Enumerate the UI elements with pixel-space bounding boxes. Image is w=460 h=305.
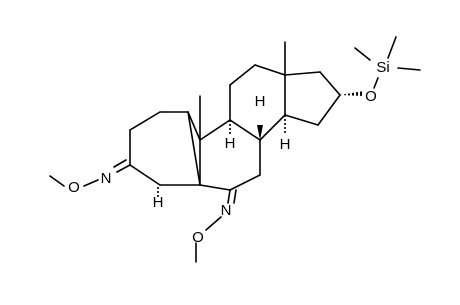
bond-c10-c1 [187, 111, 201, 186]
bond-c2-c3 [129, 111, 161, 131]
skeleton-bonds [49, 36, 421, 263]
label-ether-o: O [365, 88, 377, 105]
bond-si-me-2 [387, 36, 397, 59]
stereo-bonds [157, 91, 364, 198]
bond-c3-n-double-a [116, 164, 131, 173]
bond-c16-c15 [317, 94, 341, 126]
bond-c11-c12 [229, 64, 256, 86]
bond-c3-n-double-b [113, 159, 127, 168]
bond-o-me-ring-a [49, 175, 65, 187]
bond-c14-c8 [259, 114, 286, 141]
hash-bond-c16-o [340, 91, 364, 96]
bond-c6-c5 [199, 184, 231, 191]
bond-c7-c6 [229, 174, 261, 191]
wedge-bond-c8-h [257, 125, 263, 140]
label-oxime-o-ring-b: O [192, 229, 204, 246]
label-oxime-n-ring-a: N [101, 170, 112, 187]
bond-n-o-ring-b [205, 216, 222, 231]
atom-labels: N O N O O Si H H H H [68, 59, 390, 246]
bond-c1-c10b [187, 111, 201, 141]
label-oxime-o-ring-a: O [68, 179, 80, 196]
bond-c10-c9 [199, 119, 231, 141]
label-h-8: H [255, 93, 266, 110]
label-oxime-n-ring-b: N [221, 202, 232, 219]
bond-n-o-ring-a [83, 179, 99, 187]
bond-c9-c8 [229, 119, 261, 141]
bond-c15-c14 [284, 114, 319, 126]
bond-c13-c17 [284, 71, 321, 76]
label-si: Si [376, 59, 389, 76]
label-h-14: H [280, 136, 291, 153]
bond-c6-n-double-a [227, 189, 231, 204]
bond-o-si [373, 77, 379, 89]
bond-c4-c5 [129, 164, 161, 186]
bond-c12-c13 [254, 64, 286, 76]
bond-si-me-1 [354, 47, 371, 61]
bond-c17-c16 [319, 71, 341, 96]
bond-c6-n-double-b [233, 189, 237, 204]
label-h-9: H [225, 135, 236, 152]
bond-si-me-3 [397, 67, 421, 71]
label-h-5: H [153, 194, 164, 211]
